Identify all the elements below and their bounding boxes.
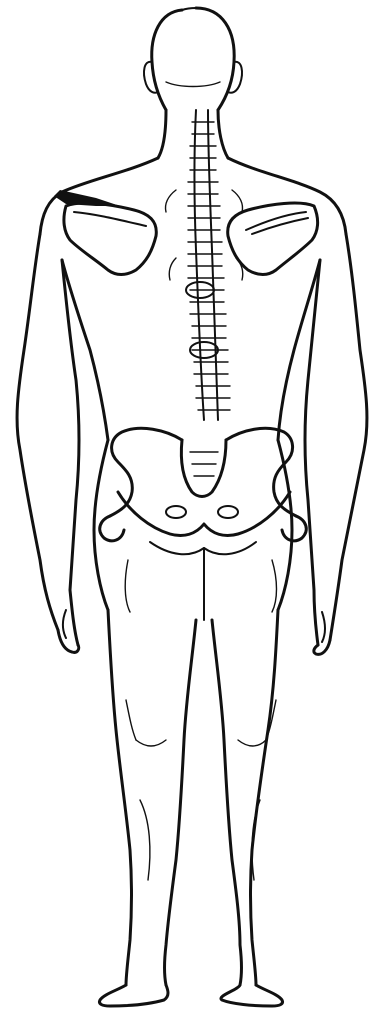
vertebrae [186, 122, 230, 410]
scapula-right [228, 203, 318, 274]
head [144, 8, 242, 110]
feet [99, 985, 282, 1006]
scapula-left [54, 190, 156, 275]
legs [108, 610, 278, 985]
spinal-column [165, 110, 242, 420]
pelvis [100, 428, 307, 541]
torso-and-arms-outline [17, 158, 367, 654]
